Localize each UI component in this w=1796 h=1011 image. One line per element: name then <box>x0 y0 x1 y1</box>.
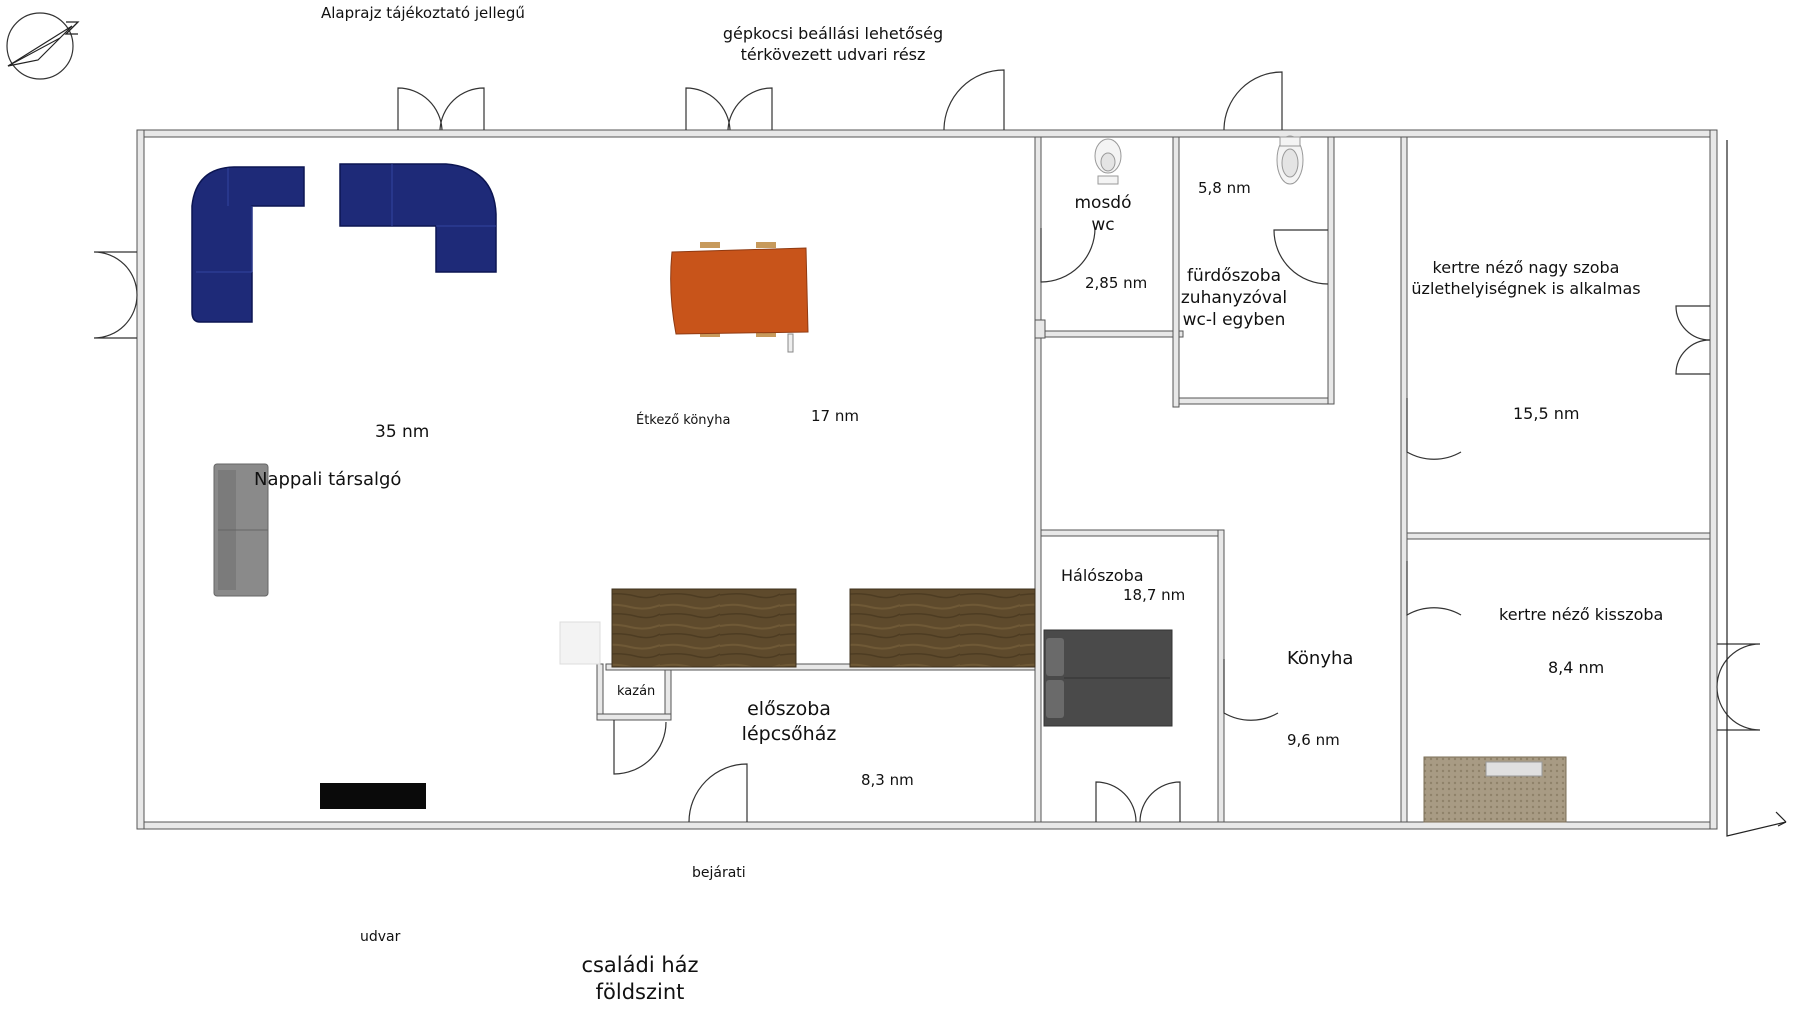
tv-icon <box>320 783 426 809</box>
parking-line1: gépkocsi beállási lehetőség <box>722 24 944 43</box>
kitchen-name: Könyha <box>1287 648 1354 669</box>
door-icon[interactable] <box>93 69 1761 823</box>
plan-note: Alaprajz tájékoztató jellegű <box>321 4 525 22</box>
title-line2: földszint <box>595 980 685 1005</box>
table-icon <box>670 242 809 353</box>
big-room-line2: üzlethelyiségnek is alkalmas <box>1411 278 1641 298</box>
bedroom-area: 18,7 nm <box>1123 586 1186 604</box>
boiler-label: kazán <box>617 684 656 699</box>
parking-line2: térkövezett udvari rész <box>740 44 926 64</box>
bath-line2: zuhanyzóval <box>1180 288 1288 309</box>
living-name: Nappali társalgó <box>254 469 402 490</box>
washroom-area: 2,85 nm <box>1085 274 1148 292</box>
hall-line1: előszoba <box>747 698 831 720</box>
big-room-label: kertre néző nagy szoba üzlethelyiségnek … <box>1411 258 1640 300</box>
bath-label: fürdőszoba zuhanyzóval wc-l egyben <box>1181 265 1287 331</box>
grey-sofa-icon <box>213 463 269 597</box>
toilet-icon <box>1094 135 1304 185</box>
compass-icon <box>6 12 80 80</box>
washroom-label: mosdó wc <box>1074 192 1131 236</box>
rug-icon <box>1423 756 1567 823</box>
entrance-label: bejárati <box>692 865 746 881</box>
parking-note: gépkocsi beállási lehetőség térkövezett … <box>723 24 943 66</box>
hall-area: 8,3 nm <box>861 771 914 789</box>
hall-label: előszoba lépcsőház <box>742 697 837 746</box>
washroom-line2: wc <box>1091 215 1115 236</box>
counter-icon <box>559 588 1036 668</box>
hall-line2: lépcsőház <box>741 722 837 745</box>
living-area: 35 nm <box>375 422 430 442</box>
bath-line3: wc-l egyben <box>1182 310 1286 331</box>
bath-line1: fürdőszoba <box>1186 266 1282 286</box>
small-room-name: kertre néző kisszoba <box>1499 605 1664 624</box>
corridor-post <box>1034 319 1046 339</box>
interior-walls <box>596 136 1711 823</box>
washroom-line1: mosdó <box>1074 193 1132 213</box>
sofa-icon <box>191 163 497 323</box>
small-room-area: 8,4 nm <box>1548 658 1605 677</box>
big-room-area: 15,5 nm <box>1513 404 1580 423</box>
big-room-line1: kertre néző nagy szoba <box>1432 258 1620 277</box>
plan-title: családi ház földszint <box>581 952 698 1007</box>
bedroom-name: Hálószoba <box>1061 566 1144 585</box>
dining-area: 17 nm <box>811 407 859 425</box>
dining-name: Étkező könyha <box>636 413 731 428</box>
kitchen-area: 9,6 nm <box>1287 731 1340 749</box>
title-line1: családi ház <box>581 953 699 977</box>
site-boundary <box>1726 140 1787 837</box>
outer-walls <box>136 129 1718 830</box>
bath-area: 5,8 nm <box>1198 179 1251 197</box>
yard-label: udvar <box>360 929 401 945</box>
bed-icon <box>1043 629 1173 727</box>
